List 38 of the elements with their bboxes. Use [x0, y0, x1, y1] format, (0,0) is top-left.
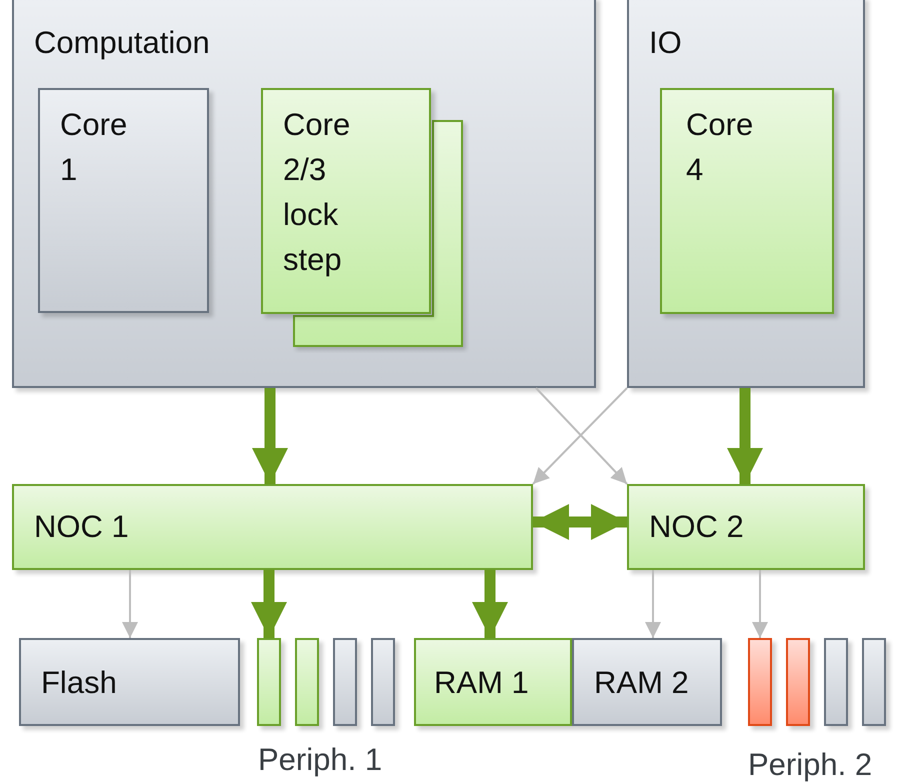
- empty-block-box: [748, 638, 772, 726]
- node-label: Flash: [41, 664, 118, 702]
- empty-block-box: [824, 638, 848, 726]
- arrow: [122, 570, 138, 638]
- block-box: [572, 638, 722, 726]
- arrow: [533, 504, 627, 540]
- block-box: [12, 484, 533, 570]
- arrow: [727, 388, 763, 484]
- arrow: [645, 570, 661, 638]
- node-label: RAM 2: [594, 664, 690, 702]
- node-label: Computation: [34, 24, 211, 62]
- arrow: [252, 388, 288, 484]
- block-box: [627, 484, 865, 570]
- empty-block-box: [786, 638, 810, 726]
- node-label: Core 4: [686, 106, 754, 189]
- block-box: [261, 88, 431, 314]
- node-label: IO: [649, 24, 683, 62]
- block-box: [627, 0, 865, 388]
- block-box: [38, 88, 209, 313]
- node-label: Core 1: [60, 106, 128, 189]
- node-label: NOC 2: [649, 508, 745, 546]
- empty-block-box: [257, 638, 281, 726]
- group-label: Periph. 2: [748, 747, 872, 783]
- arrow: [251, 570, 287, 638]
- block-box: [660, 88, 834, 314]
- node-label: NOC 1: [34, 508, 130, 546]
- arrow: [472, 570, 508, 638]
- empty-block-box: [862, 638, 886, 726]
- block-box: [414, 638, 572, 726]
- empty-block-box: [333, 638, 357, 726]
- block-box: [12, 0, 596, 388]
- empty-block-box: [295, 638, 319, 726]
- empty-block-box: [371, 638, 395, 726]
- arrow: [752, 570, 768, 638]
- group-label: Periph. 1: [258, 742, 382, 778]
- node-label: RAM 1: [434, 664, 530, 702]
- block-box: [19, 638, 240, 726]
- node-label: Core 2/3 lock step: [283, 106, 352, 279]
